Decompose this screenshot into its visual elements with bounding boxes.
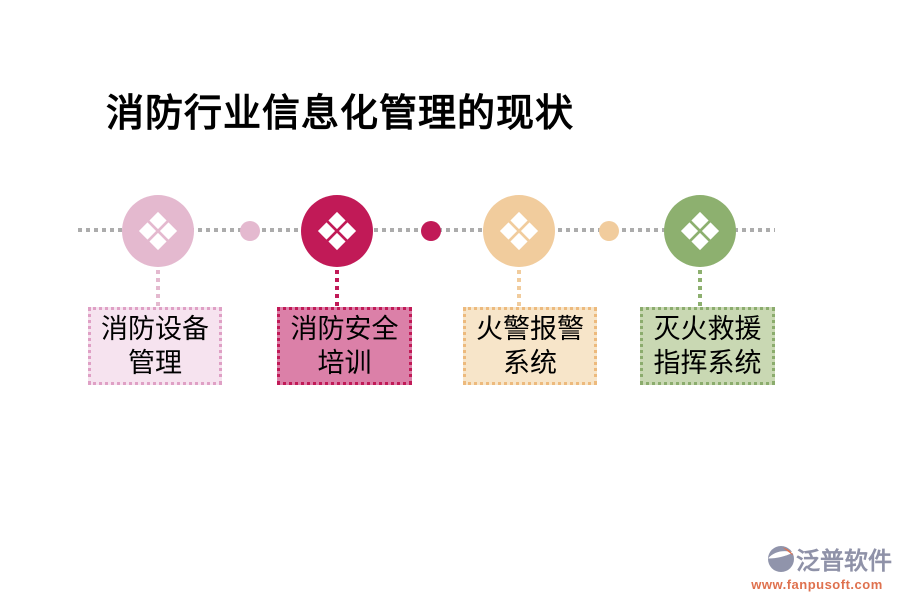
label-text: 火警报警	[476, 314, 584, 344]
brand-url: www.fanpusoft.com	[751, 577, 883, 592]
timeline-node-alarm	[483, 195, 555, 267]
fanpu-logo-icon	[768, 545, 794, 572]
page-title: 消防行业信息化管理的现状	[106, 93, 575, 135]
diamond-grid-icon	[138, 211, 178, 251]
timeline-node-rescue	[664, 195, 736, 267]
label-box-training: 消防安全 培训	[277, 307, 412, 385]
diamond-grid-icon	[680, 211, 720, 251]
connector-dotted-line	[156, 270, 160, 307]
timeline-node-training	[301, 195, 373, 267]
label-box-equipment: 消防设备 管理	[88, 307, 222, 385]
label-text: 培训	[317, 348, 372, 378]
footer-brand: 泛普软件 www.fanpusoft.com	[742, 541, 892, 592]
brand-name: 泛普软件	[796, 548, 892, 575]
timeline-spacer-dot	[599, 221, 619, 241]
diamond-grid-icon	[499, 211, 539, 251]
label-text: 消防设备	[101, 314, 209, 344]
timeline-spacer-dot	[421, 221, 441, 241]
label-box-alarm: 火警报警 系统	[463, 307, 597, 385]
label-text: 管理	[128, 348, 182, 378]
label-text: 消防安全	[290, 314, 399, 344]
label-text: 指挥系统	[653, 348, 762, 378]
timeline-node-equipment	[122, 195, 194, 267]
connector-dotted-line	[335, 270, 339, 307]
label-text: 系统	[503, 348, 557, 378]
connector-dotted-line	[517, 270, 521, 307]
label-box-rescue: 灭火救援 指挥系统	[640, 307, 775, 385]
label-text: 灭火救援	[653, 314, 762, 344]
diamond-grid-icon	[317, 211, 357, 251]
timeline-spacer-dot	[240, 221, 260, 241]
connector-dotted-line	[698, 270, 702, 307]
